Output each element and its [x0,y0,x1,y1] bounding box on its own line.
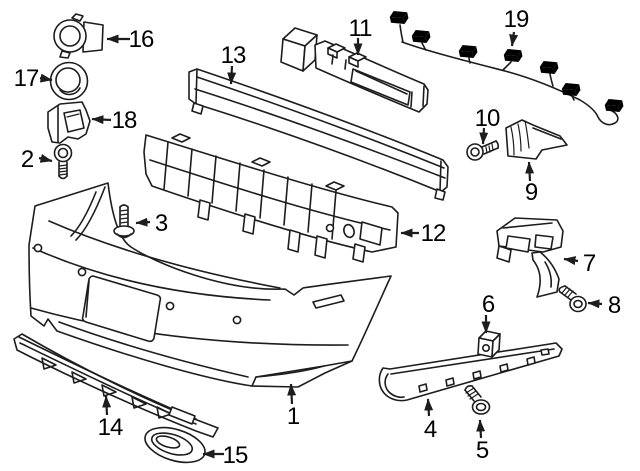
part-number-label: 12 [421,220,446,247]
reflector-slot [312,294,345,309]
part-11-upper-absorber [280,27,429,113]
leader-arrow [39,73,53,83]
sensor-hole [232,315,242,325]
part-16-park-sensor [53,13,104,59]
leader-arrow [227,65,237,85]
callout-2[interactable]: 2 [21,146,53,173]
part-number-label: 16 [129,26,154,53]
callout-9[interactable]: 9 [525,161,539,206]
part-4-side-support [378,342,563,402]
leader-arrow [102,395,112,416]
part-number-label: 17 [14,65,39,92]
callout-17[interactable]: 17 [14,65,53,92]
part-2-screw [53,143,73,180]
part-19-wiring-harness [388,8,625,126]
callout-14[interactable]: 14 [98,395,124,441]
callout-16[interactable]: 16 [106,26,155,53]
callout-3[interactable]: 3 [135,210,169,237]
callout-12[interactable]: 12 [400,220,447,247]
part-7-side-bracket [496,217,564,298]
part-number-label: 3 [155,210,168,237]
part-number-label: 2 [21,146,34,173]
part-number-label: 14 [98,414,123,441]
part-number-label: 8 [608,292,621,319]
callout-8[interactable]: 8 [587,292,622,319]
callout-10[interactable]: 10 [475,105,501,145]
part-number-label: 15 [223,442,248,469]
callout-13[interactable]: 13 [221,42,247,85]
part-number-label: 10 [475,105,500,132]
callout-4[interactable]: 4 [424,398,438,443]
leader-arrow [525,161,535,182]
leader-arrow [509,31,519,47]
callout-15[interactable]: 15 [202,442,249,469]
leader-arrow [587,299,603,309]
callout-11[interactable]: 11 [349,15,373,56]
part-17-grommet [49,61,89,101]
leader-arrow [287,383,297,405]
part-3-bolt [113,204,135,239]
part-number-label: 5 [476,437,489,464]
part-15-exhaust-bezel [144,426,206,464]
part-12-lower-absorber [143,133,399,263]
part-number-label: 11 [349,15,373,42]
callout-19[interactable]: 19 [504,6,530,47]
harness-connector [388,8,410,27]
license-plate-recess [81,275,162,343]
part-number-label: 7 [583,250,596,277]
part-number-label: 18 [112,107,137,134]
sensor-hole [165,301,175,311]
part-9-bracket [505,119,568,160]
leader-arrow [479,127,489,145]
callout-6[interactable]: 6 [481,291,496,334]
callout-18[interactable]: 18 [91,107,138,134]
part-6-clip [477,330,501,358]
leader-arrow [38,154,53,163]
part-10-screw [466,140,500,161]
leader-arrow [424,398,434,417]
sensor-hole [77,267,87,277]
leader-arrow [91,115,112,125]
callout-1[interactable]: 1 [287,383,301,430]
part-number-label: 19 [504,6,529,33]
leader-arrow [476,419,486,439]
part-number-label: 9 [525,179,538,206]
part-number-label: 6 [482,291,495,318]
sensor-hole [33,243,43,253]
part-5-bolt [464,385,491,415]
harness-connector [538,58,560,77]
harness-connector [457,42,479,61]
callout-7[interactable]: 7 [563,250,597,277]
part-number-label: 4 [424,416,437,443]
part-18-sensor-bracket [47,101,91,144]
leader-arrow [563,256,579,266]
leader-arrow [135,217,151,227]
harness-connector [502,46,524,65]
part-number-label: 1 [287,403,300,430]
part-number-label: 13 [221,42,246,69]
harness-connector [410,27,432,46]
part-8-bolt [558,285,587,313]
part-14-valance [13,333,219,438]
part-13-impact-bar [188,68,449,201]
callout-5[interactable]: 5 [476,419,490,464]
